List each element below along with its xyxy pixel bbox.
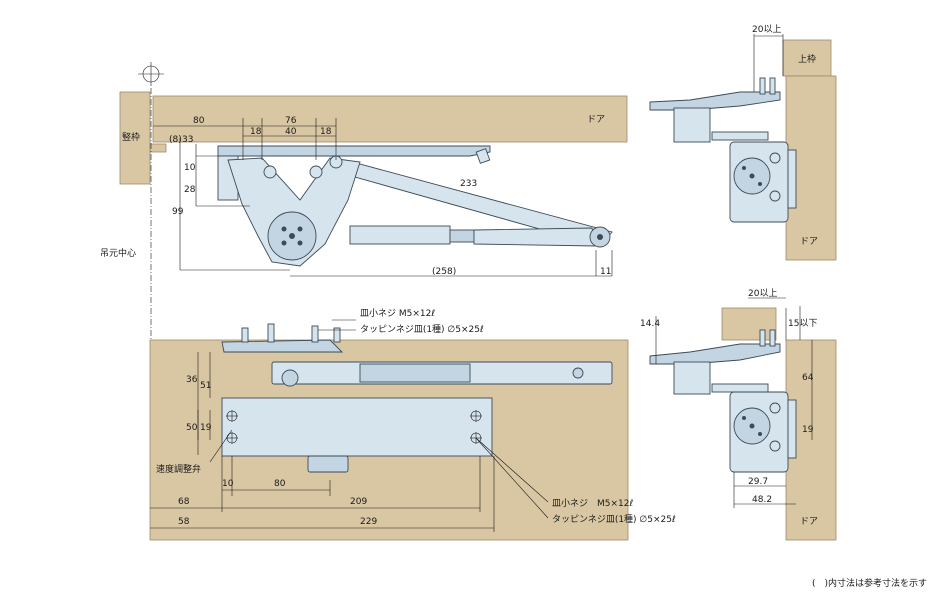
dim-bottom-229: 229: [360, 517, 377, 527]
label-door-right-top: ドア: [800, 237, 818, 247]
closer-body-box: [221, 397, 493, 457]
dim-top-18a: 18: [250, 127, 262, 137]
screw-bottom-line1: 皿小ネジ M5×12ℓ: [552, 498, 633, 509]
text-layer: 竪枠 ドア 吊元中心 上枠 ドア ドア 速度調整弁 皿小ネジ M5×12ℓ タッ…: [100, 24, 818, 527]
side-bracket-bottom: [649, 343, 781, 365]
side-arm-block-top: [673, 107, 711, 143]
bottom-plan-view: [149, 319, 629, 541]
dim-top-233: 233: [460, 179, 477, 189]
screw-top-line1: 皿小ネジ M5×12ℓ: [360, 308, 435, 319]
label-pivot-center: 吊元中心: [100, 247, 136, 259]
screw-bottom-line2: タッピンネジ皿(1種) ∅5×25ℓ: [552, 514, 676, 525]
dim-bottom-36: 36: [186, 375, 198, 385]
right-side-view-top: [649, 34, 837, 261]
dim-right-bottom-482: 48.2: [752, 495, 772, 505]
right-side-view-bottom: [649, 297, 837, 541]
dim-right-bottom-20: 20以上: [748, 288, 777, 299]
vertical-frame: [119, 91, 151, 185]
dim-top-258: (258): [432, 267, 456, 277]
dim-top-18b: 18: [320, 127, 332, 137]
dim-bottom-80: 80: [274, 479, 286, 489]
top-elevation-view: [119, 62, 628, 540]
dim-top-40: 40: [285, 127, 297, 137]
top-bracket: [221, 339, 344, 353]
side-bracket-top: [649, 91, 781, 111]
screw-top-line2: タッピンネジ皿(1種) ∅5×25ℓ: [360, 324, 484, 335]
dim-right-bottom-297: 29.7: [748, 477, 768, 487]
dim-top-8: (8): [169, 135, 182, 145]
top-frame-block: [782, 39, 832, 77]
dim-top-33: 33: [182, 135, 193, 145]
label-top-frame-right: 上枠: [798, 53, 816, 65]
dim-top-99: 99: [172, 207, 184, 217]
dim-bottom-51: 51: [200, 381, 211, 391]
dim-right-bottom-15: 15以下: [788, 319, 817, 329]
bottom-arm-body: [359, 363, 471, 383]
dim-bottom-50: 50: [186, 423, 198, 433]
dim-bottom-58: 58: [178, 517, 190, 527]
top-frame-block-2: [721, 307, 777, 341]
frame-stop: [149, 143, 167, 153]
dim-right-bottom-19: 19: [802, 425, 814, 435]
dim-top-28: 28: [184, 185, 196, 195]
forearm-link: [473, 227, 597, 247]
label-frame-left: 竪枠: [122, 131, 140, 143]
dim-top-11: 11: [600, 267, 611, 277]
label-speed-valve: 速度調整弁: [156, 463, 201, 475]
forearm-rod: [449, 229, 475, 243]
dim-bottom-209: 209: [350, 497, 367, 507]
dim-right-bottom-64: 64: [802, 373, 814, 383]
dim-top-80: 80: [193, 116, 205, 126]
forearm-body: [349, 225, 451, 245]
label-door-top: ドア: [587, 115, 605, 125]
dim-top-10: 10: [184, 163, 196, 173]
dim-bottom-68: 68: [178, 497, 190, 507]
reference-note: ( )内寸法は参考寸法を示す: [811, 579, 927, 589]
speed-valve-block: [307, 455, 349, 473]
dim-right-top-20: 20以上: [752, 24, 781, 35]
dim-top-76: 76: [285, 116, 297, 126]
dim-bottom-10: 10: [222, 479, 234, 489]
dim-right-bottom-144: 14.4: [640, 319, 660, 329]
label-door-right-bottom: ドア: [800, 517, 818, 527]
side-arm-block-bottom: [673, 361, 711, 395]
dim-bottom-19: 19: [200, 423, 212, 433]
mounting-plate: [217, 145, 491, 157]
door-top-panel: [152, 95, 628, 143]
